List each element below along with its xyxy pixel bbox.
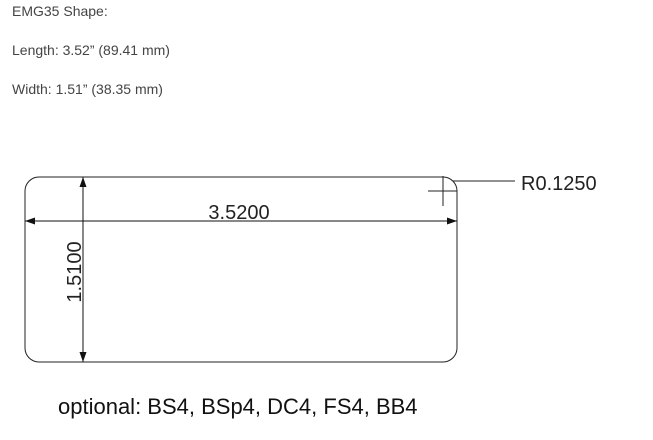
length-dimension-label: 3.5200 <box>208 202 269 224</box>
width-dimension-label: 1.5100 <box>64 241 86 302</box>
optional-note: optional: BS4, BSp4, DC4, FS4, BB4 <box>58 394 418 419</box>
length-spec: Length: 3.52” (89.41 mm) <box>12 42 170 58</box>
width-spec: Width: 1.51” (38.35 mm) <box>12 81 163 97</box>
shape-outline <box>24 176 458 363</box>
radius-dimension-label: R0.1250 <box>521 173 597 195</box>
shape-heading: EMG35 Shape: <box>12 3 108 19</box>
